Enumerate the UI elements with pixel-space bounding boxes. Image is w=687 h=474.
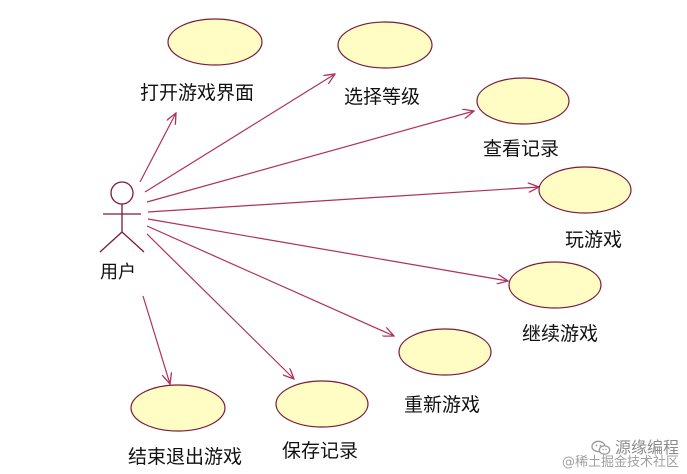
watermark-brand-row: 源缘编程 — [562, 437, 679, 457]
association-open-game — [139, 113, 176, 183]
use-case-continue-game: 继续游戏 — [508, 261, 602, 345]
use-case-play-game: 玩游戏 — [538, 166, 632, 251]
use-case-label: 结束退出游戏 — [128, 446, 242, 468]
associations — [139, 74, 539, 384]
use-case-label: 继续游戏 — [522, 323, 598, 345]
use-case-label: 玩游戏 — [565, 229, 622, 251]
use-case-label: 查看记录 — [483, 138, 559, 160]
watermark-site: @稀土掘金技术社区 — [561, 455, 679, 471]
association-save-record — [146, 233, 294, 379]
association-play-game — [147, 187, 539, 213]
association-select-level — [144, 74, 335, 193]
use-case-ellipse — [398, 328, 492, 376]
use-case-ellipse — [275, 380, 369, 428]
actor-label: 用户 — [100, 262, 136, 283]
use-case-ellipse — [337, 21, 433, 69]
actor-left-leg — [99, 231, 123, 253]
association-exit-game — [142, 295, 170, 384]
actor-head — [110, 181, 134, 205]
use-case-restart-game: 重新游戏 — [398, 328, 492, 416]
use-case-ellipse — [167, 18, 263, 66]
association-restart-game — [146, 225, 394, 336]
use-case-open-game: 打开游戏界面 — [140, 18, 263, 104]
use-case-ellipse — [476, 77, 570, 125]
use-case-view-record: 查看记录 — [476, 77, 570, 160]
wechat-icon — [591, 440, 611, 455]
association-continue-game — [147, 218, 508, 281]
use-case-label: 选择等级 — [344, 86, 420, 108]
use-case-label: 保存记录 — [282, 440, 358, 462]
use-case-ellipse — [538, 166, 632, 214]
use-case-select-level: 选择等级 — [337, 21, 433, 108]
actor-right-leg — [121, 231, 145, 253]
watermark-brand: 源缘编程 — [614, 437, 679, 457]
use-case-save-record: 保存记录 — [275, 380, 369, 462]
actor-user — [99, 181, 145, 253]
use-case-exit-game: 结束退出游戏 — [128, 384, 242, 468]
association-view-record — [146, 111, 474, 203]
watermark: 源缘编程 @稀土掘金技术社区 — [561, 437, 679, 471]
use-case-ellipse — [508, 261, 602, 309]
use-case-ellipse — [130, 384, 226, 432]
use-case-label: 重新游戏 — [404, 394, 480, 416]
use-case-label: 打开游戏界面 — [140, 82, 254, 104]
